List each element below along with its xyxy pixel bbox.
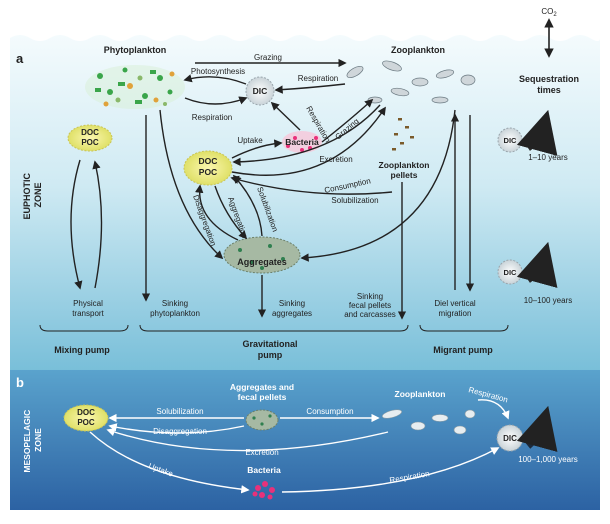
bacteria-blob [282, 131, 322, 153]
aggregates-label: Aggregates [237, 257, 287, 267]
physical-transport-label-1: Physical [73, 299, 103, 308]
excretion-label: Excretion [319, 155, 352, 164]
meso-agg-label-1: Aggregates and [230, 382, 294, 392]
bacteria-grazing-arrow [321, 98, 374, 143]
euphotic-zone-label: EUPHOTIC ZONE [22, 170, 43, 219]
zoo-to-aggregates-arrow [300, 109, 456, 262]
migrant-pump-bracket [419, 324, 509, 332]
meso-doc-label: DOC [77, 408, 95, 417]
zooplankton-title: Zooplankton [391, 45, 445, 55]
dic-euphotic [245, 76, 275, 106]
seq-time-3: 100–1,000 years [518, 455, 578, 464]
photosynthesis-arrow [183, 74, 247, 85]
seq-arrow-2 [516, 241, 558, 288]
meso-excretion-label: Excretion [245, 448, 278, 457]
migrant-pump-label: Migrant pump [433, 345, 493, 355]
pellet-solubilization-label: Solubilization [331, 196, 378, 205]
grav-pump-label-2: pump [258, 350, 283, 360]
seq-time-1: 1–10 years [528, 153, 568, 162]
co2-label: CO2 [541, 7, 557, 18]
diel-label-1: Diel vertical [434, 299, 476, 308]
poc-center-label: POC [199, 167, 217, 177]
mixing-up-arrow [92, 160, 103, 289]
seq-time-2: 10–100 years [524, 296, 572, 305]
zoo-pellets-label-1: Zooplankton [379, 160, 430, 170]
uptake-arrow [231, 139, 283, 159]
mixing-down-arrow [70, 159, 83, 290]
consumption-arrow [231, 106, 386, 176]
sequestration-title-2: times [537, 85, 561, 95]
disaggregation-arrow [195, 184, 239, 241]
phyto-respiration-label: Respiration [192, 113, 232, 122]
panel-a-label: a [16, 51, 24, 66]
meso-zooplankton-cluster [381, 409, 476, 435]
sinking-fecal-label-1: Sinking [357, 292, 383, 301]
meso-respiration-arrow-2 [281, 447, 500, 493]
excretion-arrow [232, 104, 381, 167]
meso-consumption-label: Consumption [306, 407, 353, 416]
phyto-to-aggregates-arrow [159, 109, 224, 260]
sinking-agg-label-1: Sinking [279, 299, 305, 308]
sinking-fecal-label-2: fecal pellets [349, 301, 391, 310]
meso-uptake-arrow [89, 431, 250, 494]
bacteria-dots [286, 136, 318, 152]
meso-aggregates-blob [245, 409, 279, 431]
zoo-respiration-label: Respiration [298, 74, 338, 83]
dic-seq-2-label: DIC [504, 268, 518, 277]
sinking-fecal-label-3: and carcasses [344, 310, 396, 319]
pellet-solubilization-arrow [230, 175, 393, 195]
aggregates-blob [223, 236, 301, 274]
grav-pump-label-1: Gravitational [242, 339, 297, 349]
seq-arrow-1 [516, 109, 558, 156]
phytoplankton-title: Phytoplankton [104, 45, 167, 55]
mixing-pump-bracket [39, 324, 129, 332]
meso-agg-label-2: fecal pellets [238, 392, 287, 402]
phyto-respiration-arrow [184, 96, 248, 105]
sinking-agg-label-2: aggregates [272, 309, 312, 318]
sinking-phyto-label-2: phytoplankton [150, 309, 200, 318]
physical-transport-label-2: transport [72, 309, 104, 318]
doc-poc-euphotic [183, 150, 233, 186]
doc-poc-left [67, 124, 113, 152]
mixing-pump-label: Mixing pump [54, 345, 110, 355]
panel-b-label: b [16, 375, 24, 390]
dic-euphotic-label: DIC [253, 86, 268, 96]
meso-disaggregation-label: Disaggregation [153, 427, 207, 436]
meso-respiration-arrow-1 [477, 399, 510, 420]
sequestration-title-1: Sequestration [519, 74, 579, 84]
doc-center-label: DOC [199, 156, 218, 166]
diel-label-2: migration [439, 309, 472, 318]
poc-left-label: POC [81, 138, 99, 147]
agg-solubilization-arrow [232, 174, 263, 237]
doc-left-label: DOC [81, 128, 99, 137]
bacteria-label: Bacteria [285, 137, 319, 147]
dic-seq-1-label: DIC [504, 136, 518, 145]
meso-bacteria-title: Bacteria [247, 465, 281, 475]
meso-solubilization-label: Solubilization [156, 407, 203, 416]
uptake-label: Uptake [237, 136, 263, 145]
meso-poc-label: POC [77, 418, 95, 427]
meso-excretion-arrow [106, 428, 389, 452]
meso-bacteria-blob [252, 481, 275, 500]
phytoplankton-cluster [85, 65, 185, 109]
doc-poc-meso [63, 404, 109, 432]
aggregates-dots [238, 244, 285, 270]
photosynthesis-label: Photosynthesis [191, 67, 245, 76]
meso-disaggregation-arrow [108, 423, 245, 434]
bacteria-respiration-arrow [270, 101, 301, 131]
meso-aggregates-dots [252, 414, 272, 426]
seq-arrow-3 [516, 405, 558, 452]
grazing-label: Grazing [254, 53, 282, 62]
dic-meso-label: DIC [503, 434, 517, 443]
fecal-pellets [392, 118, 414, 151]
grav-pump-bracket [139, 324, 409, 332]
meso-zooplankton-title: Zooplankton [395, 389, 446, 399]
aggregation-arrow [214, 185, 248, 240]
zoo-respiration-arrow [274, 83, 346, 94]
zoo-pellets-label-2: pellets [391, 170, 418, 180]
sinking-phyto-label-1: Sinking [162, 299, 188, 308]
mesopelagic-zone-label: MESOPELAGIC ZONE [22, 407, 43, 472]
